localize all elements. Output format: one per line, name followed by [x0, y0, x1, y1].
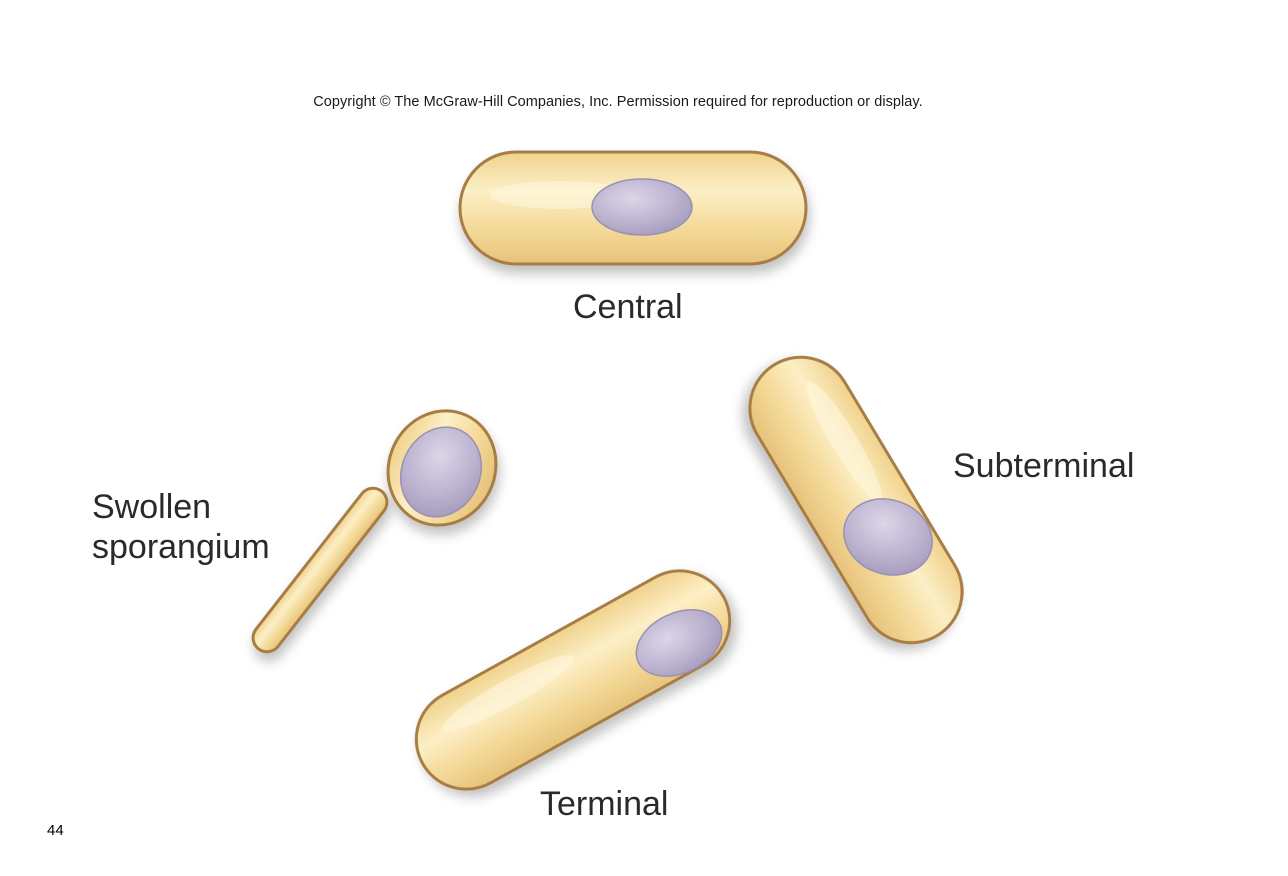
swollen-sporangium-cell	[251, 409, 498, 654]
subterminal-spore	[843, 498, 933, 576]
central-spore	[591, 178, 693, 236]
label-terminal: Terminal	[540, 785, 669, 823]
label-swollen-line2: sporangium	[92, 528, 270, 566]
label-subterminal: Subterminal	[953, 447, 1135, 485]
slide-number: 44	[47, 822, 64, 839]
swollen-sporangium-spore	[399, 426, 483, 518]
label-central: Central	[573, 288, 683, 326]
terminal-spore	[635, 609, 723, 677]
terminal-cell	[414, 569, 732, 791]
subterminal-cell	[748, 355, 964, 645]
label-swollen-sporangium: Swollen sporangium	[92, 487, 270, 567]
copyright-notice: Copyright © The McGraw-Hill Companies, I…	[313, 94, 923, 110]
label-swollen-line1: Swollen	[92, 488, 212, 526]
